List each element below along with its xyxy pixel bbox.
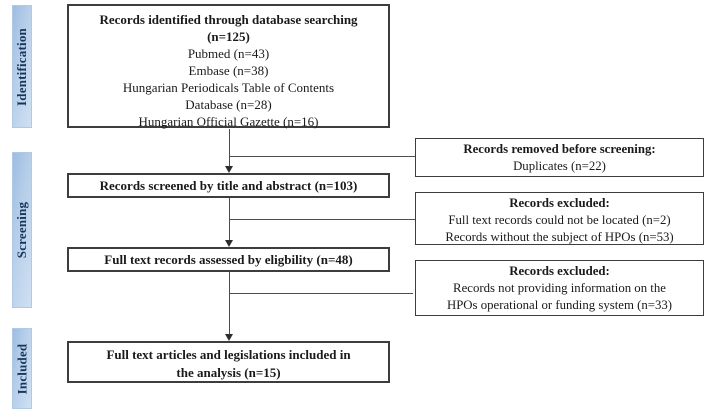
excluded-reason-no-information-line2: HPOs operational or funding system (n=33…	[446, 298, 673, 312]
stage-label-screening-text: Screening	[14, 201, 30, 259]
records-assessed-box: Full text records assessed by eligbility…	[67, 247, 390, 272]
records-assessed-label: Full text records assessed by eligbility…	[104, 252, 353, 267]
records-excluded-title-2: Records excluded:	[509, 264, 610, 278]
stage-label-identification-text: Identification	[14, 27, 30, 106]
records-excluded-box-2: Records excluded: Records not providing …	[415, 260, 704, 316]
excluded-reason-no-information-line1: Records not providing information on the	[453, 281, 666, 295]
branch-line-to-removed-box	[230, 156, 415, 157]
flow-line-screened-to-assessed	[229, 198, 230, 241]
source-hungarian-periodicals-line1: Hungarian Periodicals Table of Contents	[122, 80, 335, 95]
records-included-line1: Full text articles and legislations incl…	[106, 347, 351, 362]
source-embase: Embase (n=38)	[188, 63, 269, 78]
source-hungarian-periodicals-line2: Database (n=28)	[185, 97, 272, 112]
removed-before-screening-title: Records removed before screening:	[463, 142, 656, 156]
arrow-down-icon-3	[225, 334, 233, 341]
stage-label-screening: Screening	[12, 152, 32, 308]
excluded-reason-not-located: Full text records could not be located (…	[448, 213, 671, 227]
flow-line-assessed-to-included	[229, 272, 230, 335]
records-excluded-title-1: Records excluded:	[509, 196, 610, 210]
branch-line-to-excluded-box-1	[230, 219, 415, 220]
branch-line-to-excluded-box-2	[230, 293, 413, 294]
source-pubmed: Pubmed (n=43)	[187, 46, 270, 61]
stage-label-identification: Identification	[12, 5, 32, 128]
removed-duplicates-reason: Duplicates (n=22)	[513, 159, 606, 173]
arrow-down-icon-2	[225, 240, 233, 247]
records-identified-count: (n=125)	[207, 29, 250, 44]
arrow-down-icon-1	[225, 166, 233, 173]
flow-line-identified-to-screened	[229, 129, 230, 167]
records-identified-title: Records identified through database sear…	[99, 12, 358, 27]
records-screened-label: Records screened by title and abstract (…	[99, 178, 358, 193]
excluded-reason-not-subject: Records without the subject of HPOs (n=5…	[445, 230, 674, 244]
records-included-box: Full text articles and legislations incl…	[67, 341, 390, 383]
source-hungarian-gazette: Hungarian Official Gazette (n=16)	[138, 114, 319, 129]
stage-label-included: Included	[12, 328, 32, 409]
stage-label-included-text: Included	[14, 343, 30, 394]
records-excluded-box-1: Records excluded: Full text records coul…	[415, 192, 704, 245]
records-screened-box: Records screened by title and abstract (…	[67, 173, 390, 198]
records-identified-box: Records identified through database sear…	[67, 4, 390, 129]
records-included-line2: the analysis (n=15)	[176, 365, 281, 380]
removed-before-screening-box: Records removed before screening: Duplic…	[415, 138, 704, 177]
